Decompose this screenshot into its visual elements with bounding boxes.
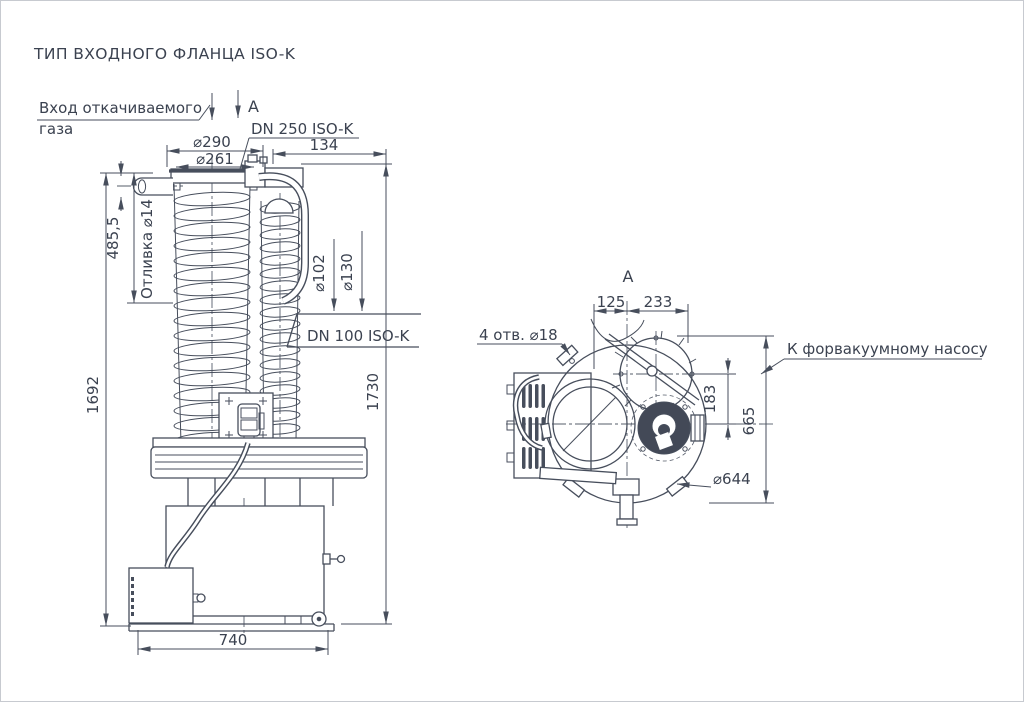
rim-clamps [539, 344, 689, 526]
dim-134: 134 [310, 136, 339, 154]
drawing-title: ТИП ВХОДНОГО ФЛАНЦА ISO-K [33, 45, 296, 63]
boiler-section [150, 437, 368, 479]
dim-644: ⌀644 [713, 470, 751, 488]
inlet-gas-label-line1: Вход откачиваемого [39, 99, 202, 117]
dim-flange-od: ⌀290 [193, 133, 231, 151]
dim-233: 233 [644, 293, 673, 311]
control-box [128, 567, 206, 624]
view-a-label: A [623, 267, 634, 286]
dim-485: 485,5 [104, 217, 122, 260]
casting-label: Отливка ⌀14 [138, 199, 156, 299]
front-view-dimensions: Вход откачиваемого газа A DN 250 ISO-K ⌀… [37, 90, 392, 655]
top-view-dimensions: 125 233 4 отв. ⌀18 183 665 ⌀644 К форвак… [477, 293, 988, 504]
swing-handle [590, 318, 700, 406]
dim-740: 740 [219, 631, 248, 649]
dim-665: 665 [740, 407, 758, 436]
dim-183: 183 [701, 385, 719, 414]
dim-102: ⌀102 [310, 254, 328, 292]
lifting-tube [512, 374, 543, 451]
dim-flange-seal: ⌀261 [196, 150, 234, 168]
dn250-label: DN 250 ISO-K [251, 120, 355, 138]
foreline-pipe [258, 172, 309, 305]
dim-1730: 1730 [364, 373, 382, 411]
foreline-flange-callout: DN 100 ISO-K [286, 313, 421, 348]
inlet-gas-label-line2: газа [39, 120, 73, 138]
dim-1692: 1692 [84, 376, 102, 414]
foreline-port [630, 394, 705, 462]
section-arrow-label: A [248, 97, 259, 116]
front-view: DN 100 ISO-K Вход откачиваемого газа A D… [37, 90, 421, 655]
holes-label: 4 отв. ⌀18 [479, 326, 558, 344]
foreline-note-label: К форвакуумному насосу [787, 340, 988, 358]
port-stub [690, 414, 705, 442]
dim-125: 125 [597, 293, 626, 311]
top-view: A [477, 267, 988, 531]
bottom-bracket [612, 478, 640, 496]
side-handle [322, 553, 331, 565]
casting-tube [132, 177, 173, 196]
dim-130: ⌀130 [338, 253, 356, 291]
plus-marks [225, 397, 267, 439]
dn100-label: DN 100 ISO-K [307, 327, 411, 345]
junction-box [218, 392, 274, 444]
power-cable [164, 442, 251, 568]
vent-dots [131, 577, 134, 616]
